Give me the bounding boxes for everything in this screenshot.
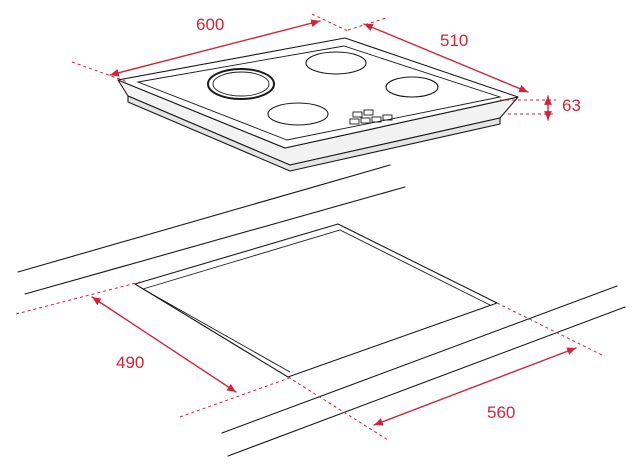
cooktop-frame-bottom [127, 95, 501, 172]
control-key [363, 109, 374, 116]
countertop [17, 164, 626, 457]
burner-front [267, 102, 329, 126]
dimension-hob-depth: 510 [347, 17, 556, 101]
control-key [371, 116, 382, 123]
cutout-inner-edge [142, 229, 491, 306]
control-panel [349, 109, 393, 125]
control-key [352, 111, 363, 118]
label-hob-height: 63 [562, 96, 581, 115]
dimension-cutout-width: 560 [287, 302, 605, 441]
dimension-cutout-depth: 490 [15, 281, 293, 418]
dimension-hob-height: 63 [508, 95, 581, 121]
control-key [349, 118, 360, 125]
control-key [360, 117, 371, 124]
cutout-outline [134, 223, 498, 378]
label-hob-depth: 510 [440, 31, 468, 50]
dimension-hob-width: 600 [71, 13, 351, 83]
label-hob-width: 600 [196, 15, 224, 34]
label-cutout-depth: 490 [116, 353, 144, 372]
control-key [382, 114, 393, 121]
label-cutout-width: 560 [487, 403, 515, 422]
